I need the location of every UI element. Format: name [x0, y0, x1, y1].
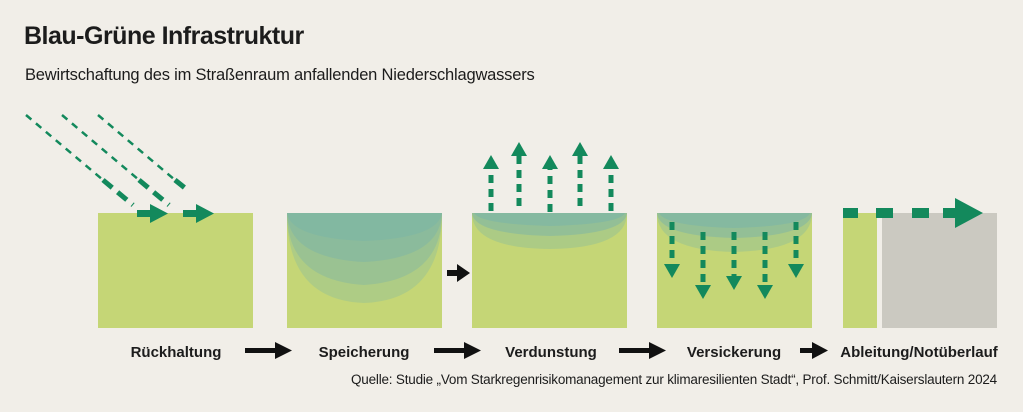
step-label: Versickerung: [687, 344, 781, 361]
diagram-subtitle: Bewirtschaftung des im Straßenraum anfal…: [25, 66, 535, 84]
step-label: Speicherung: [319, 344, 410, 361]
infiltration-basin: [657, 213, 812, 252]
transition-arrow: [447, 264, 470, 282]
panel-speicherung: [287, 213, 442, 328]
process-arrow: [800, 342, 828, 359]
soil-block: [98, 213, 253, 328]
process-arrow: [434, 342, 481, 359]
panel-versickerung: [657, 213, 812, 328]
step-label: Verdunstung: [505, 344, 597, 361]
shallow-water-basin: [472, 213, 627, 249]
panel-verdunstung: [472, 142, 627, 328]
step-label: Rückhaltung: [131, 344, 222, 361]
infiltration-arrows: [664, 222, 804, 299]
step-labels: Rückhaltung Speicherung Verdunstung Vers…: [131, 344, 999, 361]
rain-arrows-bold: [101, 178, 187, 207]
soil-block: [843, 213, 877, 328]
process-arrow: [245, 342, 292, 359]
water-storage-basin: [287, 213, 442, 303]
process-arrows: [245, 342, 828, 359]
step-label: Ableitung/Notüberlauf: [840, 344, 998, 361]
process-arrow: [619, 342, 666, 359]
evaporation-arrows: [483, 142, 619, 212]
rain-arrows: [25, 114, 176, 181]
diagram-title: Blau-Grüne Infrastruktur: [24, 22, 304, 50]
panel-rueckhaltung: [25, 114, 253, 328]
source-credit: Quelle: Studie „Vom Starkregenrisikomana…: [350, 372, 997, 387]
panel-ableitung: [843, 198, 997, 328]
surface-flow-arrows: [137, 204, 214, 223]
sealed-surface-block: [882, 213, 997, 328]
overflow-arrow: [843, 198, 983, 228]
